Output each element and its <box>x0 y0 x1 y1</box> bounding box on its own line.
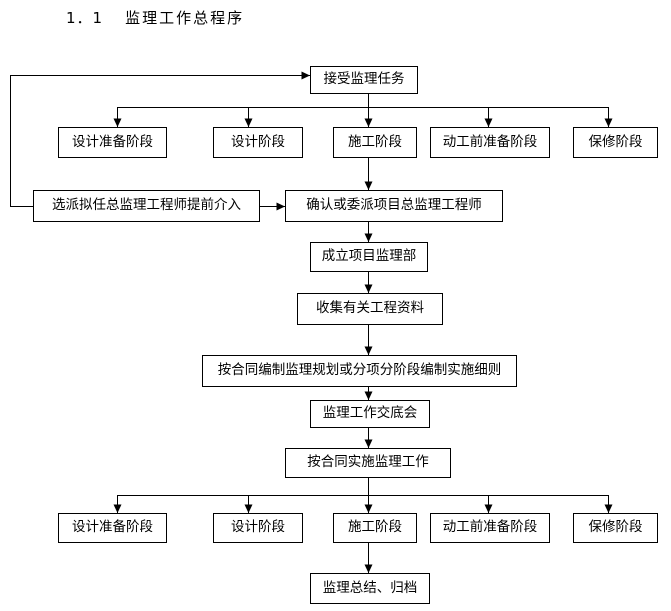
node-implement-per-contract: 按合同实施监理工作 <box>285 448 451 478</box>
node-accept-task: 接受监理任务 <box>310 66 418 94</box>
section-heading: 1．1 监理工作总程序 <box>66 7 244 28</box>
node-stage-bottom-construction: 施工阶段 <box>333 513 417 543</box>
node-stage-bottom-warranty: 保修阶段 <box>573 513 658 543</box>
node-compile-plan-details: 按合同编制监理规划或分项分阶段编制实施细则 <box>202 355 517 387</box>
node-collect-project-data: 收集有关工程资料 <box>297 293 443 325</box>
section-number: 1．1 <box>66 9 104 27</box>
node-summary-archive: 监理总结、归档 <box>310 573 430 604</box>
section-title: 监理工作总程序 <box>125 9 245 27</box>
node-disclosure-meeting: 监理工作交底会 <box>310 400 430 428</box>
node-establish-supervision-dept: 成立项目监理部 <box>310 242 428 272</box>
node-confirm-chief-engineer: 确认或委派项目总监理工程师 <box>285 190 503 222</box>
connector-loop-to-accept-task <box>10 71 310 207</box>
node-stage-top-warranty: 保修阶段 <box>573 127 658 158</box>
node-stage-top-construction: 施工阶段 <box>333 127 417 158</box>
node-stage-bottom-preconstruction-prep: 动工前准备阶段 <box>430 513 550 543</box>
node-stage-top-design-prep: 设计准备阶段 <box>58 127 167 158</box>
node-stage-bottom-design: 设计阶段 <box>213 513 303 543</box>
node-stage-bottom-design-prep: 设计准备阶段 <box>58 513 167 543</box>
node-early-involvement: 选派拟任总监理工程师提前介入 <box>33 190 260 222</box>
node-stage-top-preconstruction-prep: 动工前准备阶段 <box>430 127 550 158</box>
node-stage-top-design: 设计阶段 <box>213 127 303 158</box>
